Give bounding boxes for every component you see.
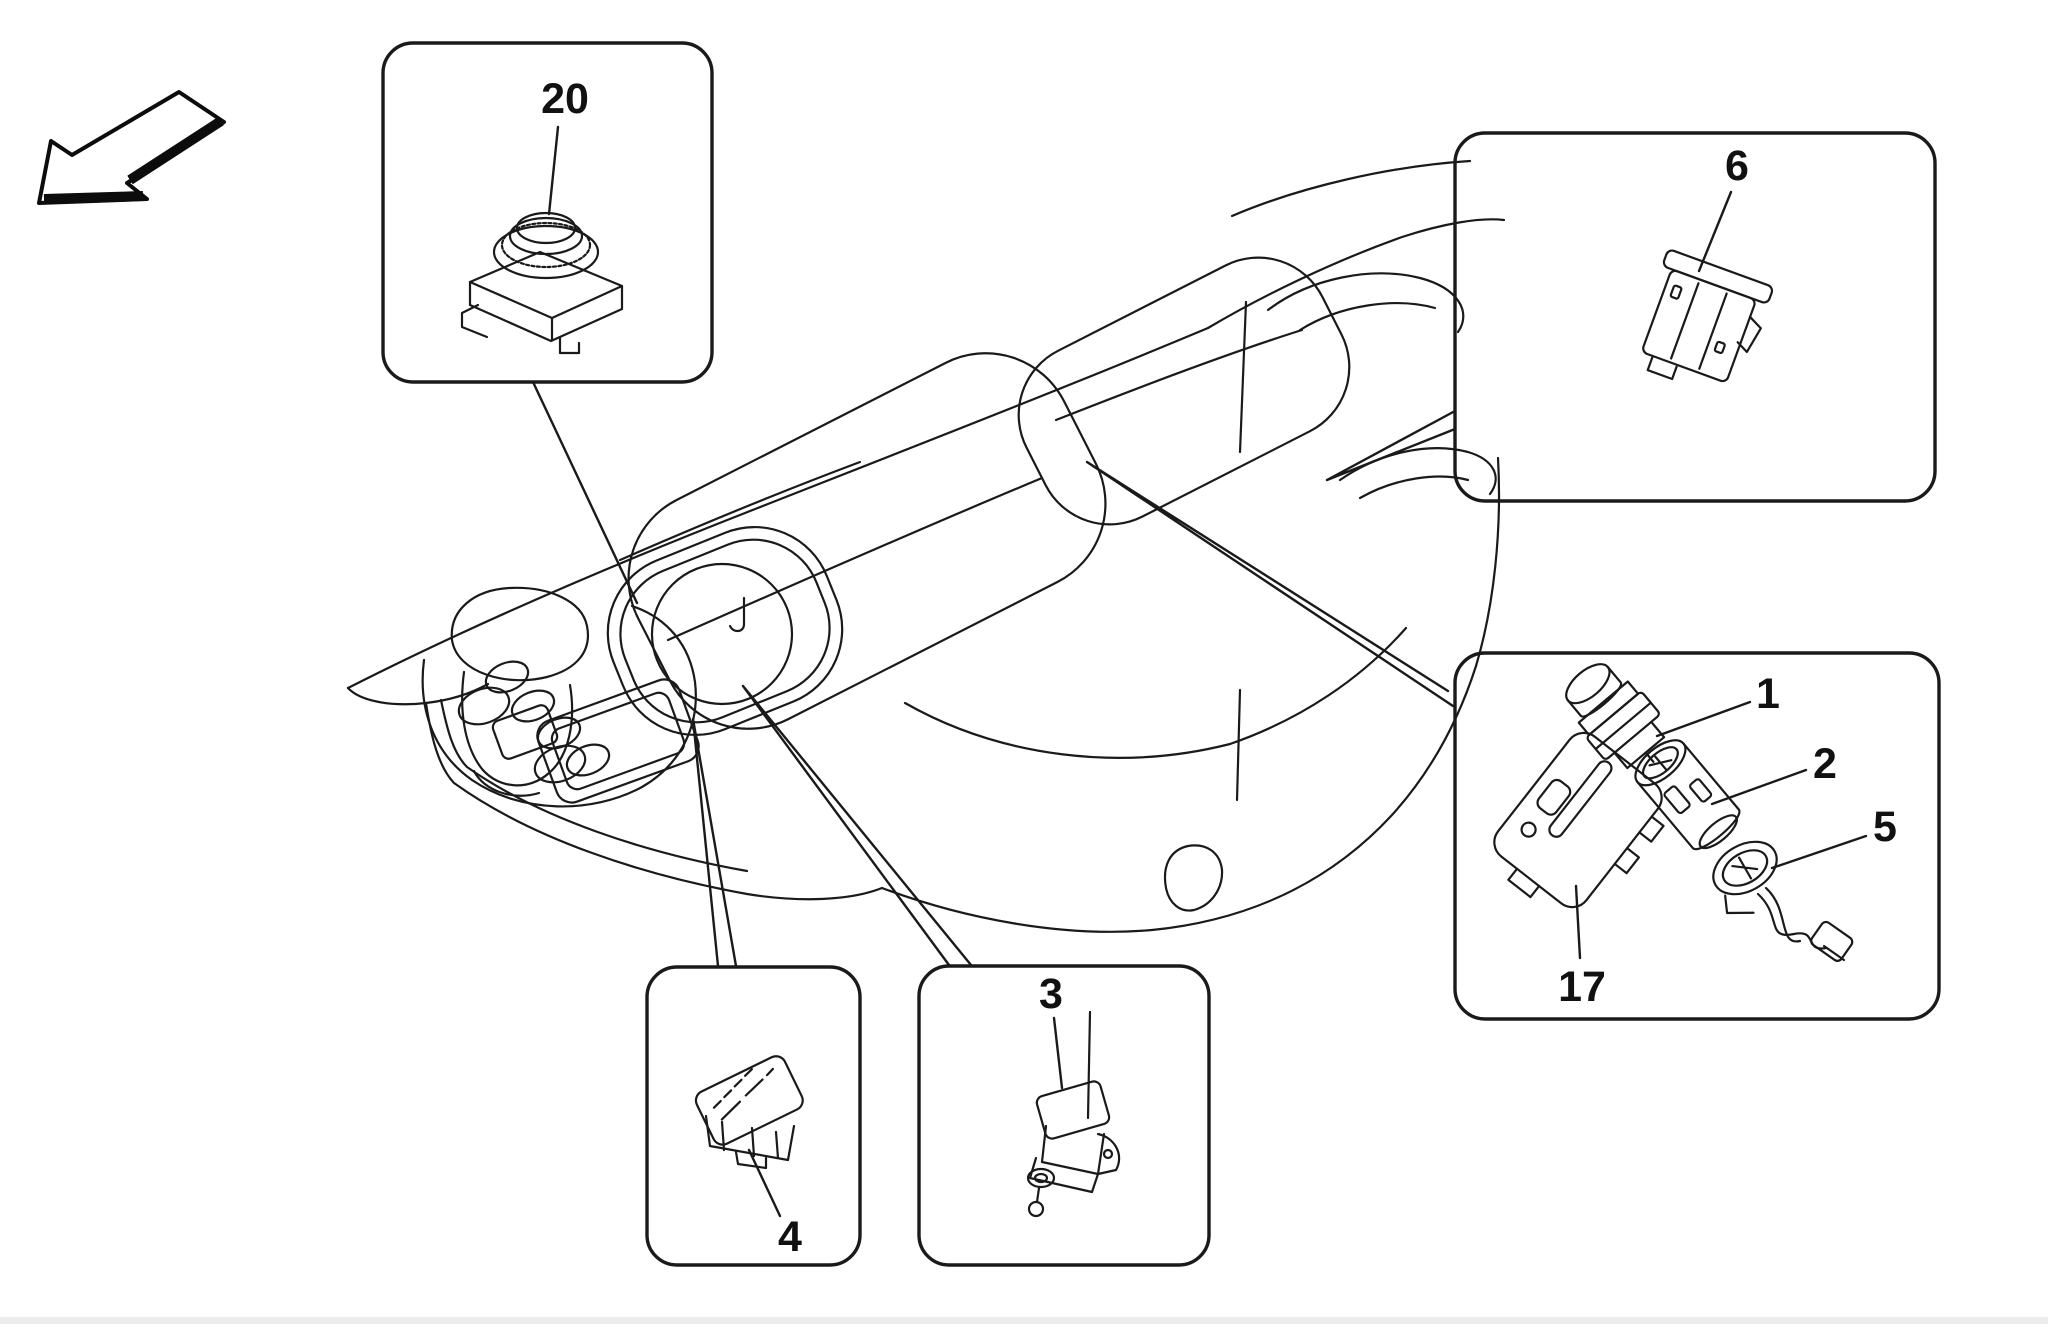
- callout-box-6: 6: [1453, 131, 1937, 503]
- callout-box-20: 20: [381, 41, 714, 384]
- part-label-1: 1: [1756, 670, 1780, 718]
- part-20-illustration: [460, 211, 624, 355]
- part-1-illustration: [1565, 663, 1666, 770]
- callout-box-4: 4: [645, 965, 862, 1267]
- leader-label-20: [547, 125, 560, 216]
- leader-label-3: [1052, 1016, 1064, 1090]
- leader-console-to-box6: [1325, 409, 1457, 482]
- leader-label-4: [747, 1148, 782, 1218]
- part-label-17: 17: [1558, 963, 1606, 1011]
- part-label-20: 20: [541, 75, 589, 123]
- part-label-6: 6: [1725, 142, 1749, 190]
- page-bottom-strip: [0, 1317, 2048, 1324]
- part-label-5: 5: [1873, 803, 1897, 851]
- part-17-illustration: [1493, 731, 1665, 909]
- leader-label-17: [1574, 884, 1582, 960]
- leader-armrest-to-right-box: [1085, 460, 1455, 708]
- direction-arrow-icon: [37, 90, 226, 205]
- callout-box-right: 1 2 5 17: [1453, 651, 1941, 1021]
- leader-lines: [531, 380, 1457, 968]
- leader-label-6: [1697, 190, 1733, 273]
- part-4-illustration: [694, 1055, 804, 1170]
- part-label-3: 3: [1039, 970, 1063, 1018]
- leader-label-1: [1655, 700, 1752, 738]
- part-6-illustration: [1642, 249, 1774, 383]
- leader-label-5: [1770, 834, 1868, 870]
- part-label-4: 4: [778, 1213, 802, 1261]
- leader-console-to-box3: [741, 684, 973, 967]
- leader-box20-to-console: [531, 380, 639, 605]
- leader-console-to-box4: [691, 717, 738, 968]
- part-3-illustration: [1026, 1080, 1121, 1218]
- callout-box-3: 3: [917, 964, 1211, 1267]
- part-label-2: 2: [1813, 740, 1837, 788]
- leader-label-2: [1710, 768, 1808, 806]
- part-5-illustration: [1712, 840, 1854, 962]
- part-2-illustration: [1634, 739, 1741, 851]
